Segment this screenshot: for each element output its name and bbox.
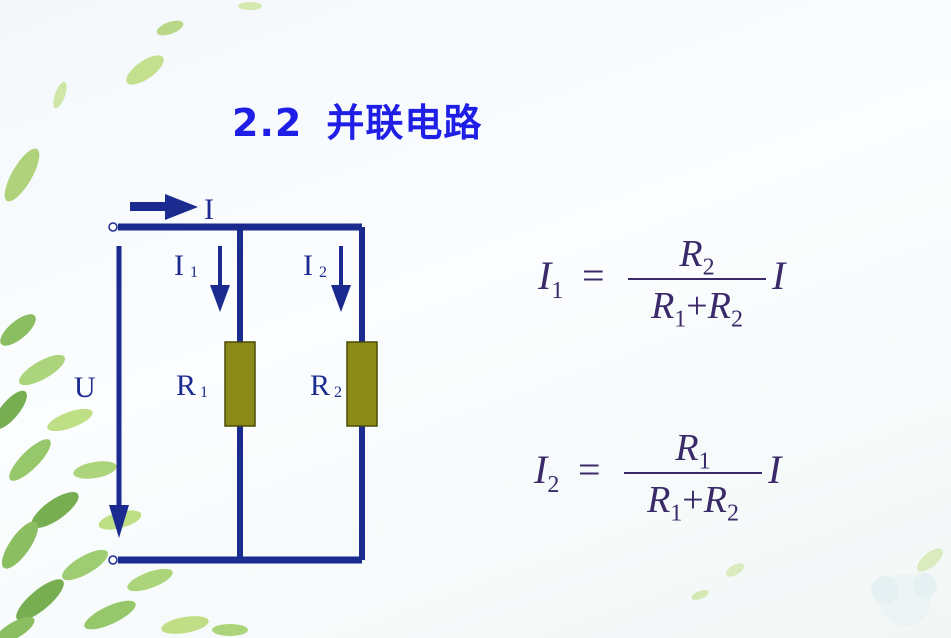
current-label: I <box>204 193 214 226</box>
current-divider-formula-2: I2 = R1 R1+R2 I <box>526 427 806 542</box>
formula2-fraction-bar <box>624 472 762 474</box>
formula2-lhs: I2 <box>534 447 560 498</box>
leaf-icon <box>4 2 262 202</box>
formula1-total-current: I <box>772 253 786 298</box>
branch1-current-arrow-icon <box>210 246 230 312</box>
formula2-total-current: I <box>768 447 782 492</box>
formula2-equals: = <box>578 447 601 492</box>
main-current-arrow-icon <box>130 194 198 220</box>
section-title: 并联电路 <box>326 101 483 145</box>
formula1-equals: = <box>582 253 605 298</box>
branch2-current-arrow-icon <box>331 246 351 312</box>
resistor-r2 <box>346 341 378 427</box>
bottom-terminal <box>108 555 118 565</box>
current-divider-formula-1: I1 = R2 R1+R2 I <box>530 233 810 348</box>
flower-icon <box>691 548 944 626</box>
voltage-arrow-icon <box>109 246 129 538</box>
formula2-numerator: R1 <box>675 427 711 475</box>
formula1-fraction: R2 R1+R2 <box>628 232 766 334</box>
formula1-lhs: I1 <box>538 253 564 304</box>
formula2-denominator: R1+R2 <box>647 479 739 527</box>
formula1-fraction-bar <box>628 278 766 280</box>
top-terminal <box>108 222 118 232</box>
formula2-fraction: R1 R1+R2 <box>624 426 762 528</box>
resistor-r1 <box>224 341 256 427</box>
section-number: 2.2 <box>232 101 303 145</box>
voltage-label: U <box>74 371 96 404</box>
formula1-numerator: R2 <box>679 233 715 281</box>
formula1-denominator: R1+R2 <box>651 285 743 333</box>
slide-title: 2.2 并联电路 <box>232 92 482 147</box>
